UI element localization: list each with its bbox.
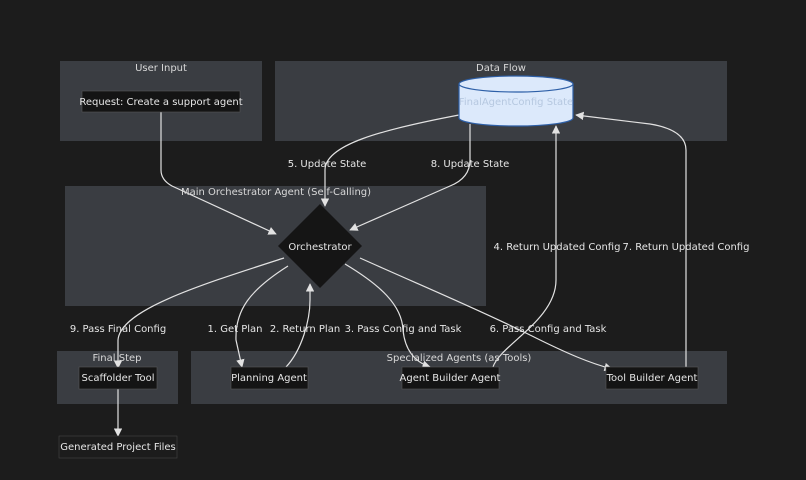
cluster-orchestrator	[65, 186, 486, 306]
edge-4-return-updated-config	[492, 125, 561, 368]
node-request[interactable]: Request: Create a support agent	[79, 90, 243, 113]
edge-label-7: 7. Return Updated Config	[623, 242, 750, 253]
edge-label-4: 4. Return Updated Config	[494, 242, 621, 253]
cluster-title-final-step: Final Step	[93, 353, 142, 364]
node-generated-files[interactable]: Generated Project Files	[58, 435, 178, 459]
edge-request-to-orchestrator	[160, 112, 277, 235]
edge-label-2: 2. Return Plan	[270, 324, 340, 335]
cluster-title-data-flow: Data Flow	[476, 63, 526, 74]
edge-2-return-plan	[285, 283, 315, 368]
edge-5-update-state	[320, 114, 460, 207]
edge-label-3: 3. Pass Config and Task	[345, 324, 462, 335]
node-orchestrator-label: Orchestrator	[288, 242, 352, 253]
node-scaffolder-label: Scaffolder Tool	[82, 373, 155, 384]
edge-7-return-updated-config	[575, 111, 687, 367]
edge-label-8: 8. Update State	[431, 159, 510, 170]
edge-label-9: 9. Pass Final Config	[70, 324, 166, 335]
edge-1-get-plan	[235, 265, 289, 368]
node-planning-agent[interactable]: Planning Agent	[230, 366, 309, 390]
cluster-title-specialized: Specialized Agents (as Tools)	[387, 353, 532, 364]
node-agent-builder-label: Agent Builder Agent	[400, 373, 501, 384]
node-orchestrator[interactable]: Orchestrator	[278, 204, 362, 288]
edge-label-5: 5. Update State	[288, 159, 367, 170]
edge-label-1: 1. Get Plan	[208, 324, 263, 335]
edge-label-6: 6. Pass Config and Task	[490, 324, 607, 335]
node-planning-label: Planning Agent	[231, 373, 307, 384]
node-tool-builder-label: Tool Builder Agent	[606, 373, 698, 384]
edge-3-pass-config-and-task	[344, 263, 431, 369]
node-generated-label: Generated Project Files	[60, 442, 176, 453]
node-agent-builder[interactable]: Agent Builder Agent	[400, 366, 501, 390]
edge-6-pass-config-and-task	[359, 257, 613, 372]
node-state-database[interactable]: FinalAgentConfig State	[458, 75, 574, 127]
node-tool-builder[interactable]: Tool Builder Agent	[606, 366, 699, 390]
cluster-title-user-input: User Input	[135, 63, 187, 74]
edge-9-pass-final-config	[113, 257, 285, 369]
cluster-title-orchestrator: Main Orchestrator Agent (Self-Calling)	[181, 187, 371, 198]
edge-8-update-state	[349, 124, 471, 231]
node-state-label: FinalAgentConfig State	[459, 97, 573, 108]
node-request-label: Request: Create a support agent	[79, 97, 242, 108]
node-scaffolder[interactable]: Scaffolder Tool	[78, 366, 158, 390]
